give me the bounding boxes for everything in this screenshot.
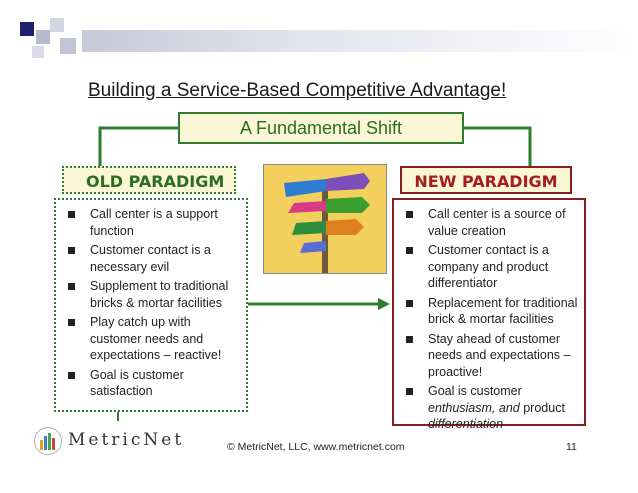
list-item: Goal is customer satisfaction (56, 367, 242, 400)
list-item: Supplement to traditional bricks & morta… (56, 278, 242, 311)
metricnet-logo-icon (34, 427, 62, 455)
bullet-square-icon (406, 211, 413, 218)
new-paradigm-heading: NEW PARADIGM (400, 166, 572, 194)
list-item: Stay ahead of customer needs and expecta… (394, 331, 580, 381)
list-item: Goal is customer enthusiasm, and product… (394, 383, 580, 433)
list-item: Customer contact is a necessary evil (56, 242, 242, 275)
bullet-square-icon (68, 247, 75, 254)
slide-title: Building a Service-Based Competitive Adv… (88, 80, 507, 101)
bullet-square-icon (406, 247, 413, 254)
bullet-square-icon (68, 319, 75, 326)
subtitle-box: A Fundamental Shift (178, 112, 464, 144)
decor-square (50, 18, 64, 32)
old-connector-line (98, 126, 180, 168)
brand-name: MetricNet (68, 430, 185, 450)
decor-square (36, 30, 50, 44)
bullet-square-icon (68, 371, 75, 379)
signpost-image (263, 164, 387, 274)
list-item: Customer contact is a company and produc… (394, 242, 580, 292)
decor-square (60, 38, 76, 54)
list-item: Play catch up with customer needs and ex… (56, 314, 242, 364)
old-paradigm-list: Call center is a support function Custom… (54, 198, 248, 412)
bullet-square-icon (406, 299, 413, 307)
old-paradigm-heading: OLD PARADIGM (62, 166, 236, 194)
new-paradigm-list: Call center is a source of value creatio… (392, 198, 586, 431)
bullet-square-icon (68, 211, 75, 218)
list-item: Call center is a support function (56, 206, 242, 239)
bullet-square-icon (406, 388, 413, 395)
decor-square (20, 22, 34, 36)
decor-square (32, 46, 44, 58)
list-item: Call center is a source of value creatio… (394, 206, 580, 239)
arrow-right-icon (378, 298, 390, 310)
list-item: Replacement for traditional brick & mort… (394, 295, 580, 328)
bullet-square-icon (68, 283, 75, 290)
subtitle-text: A Fundamental Shift (239, 118, 403, 138)
page-number: 11 (566, 441, 577, 453)
bullet-square-icon (406, 335, 413, 343)
copyright-text: © MetricNet, LLC, www.metricnet.com (227, 441, 405, 453)
new-connector-line (463, 126, 532, 166)
header-bar (82, 30, 638, 52)
